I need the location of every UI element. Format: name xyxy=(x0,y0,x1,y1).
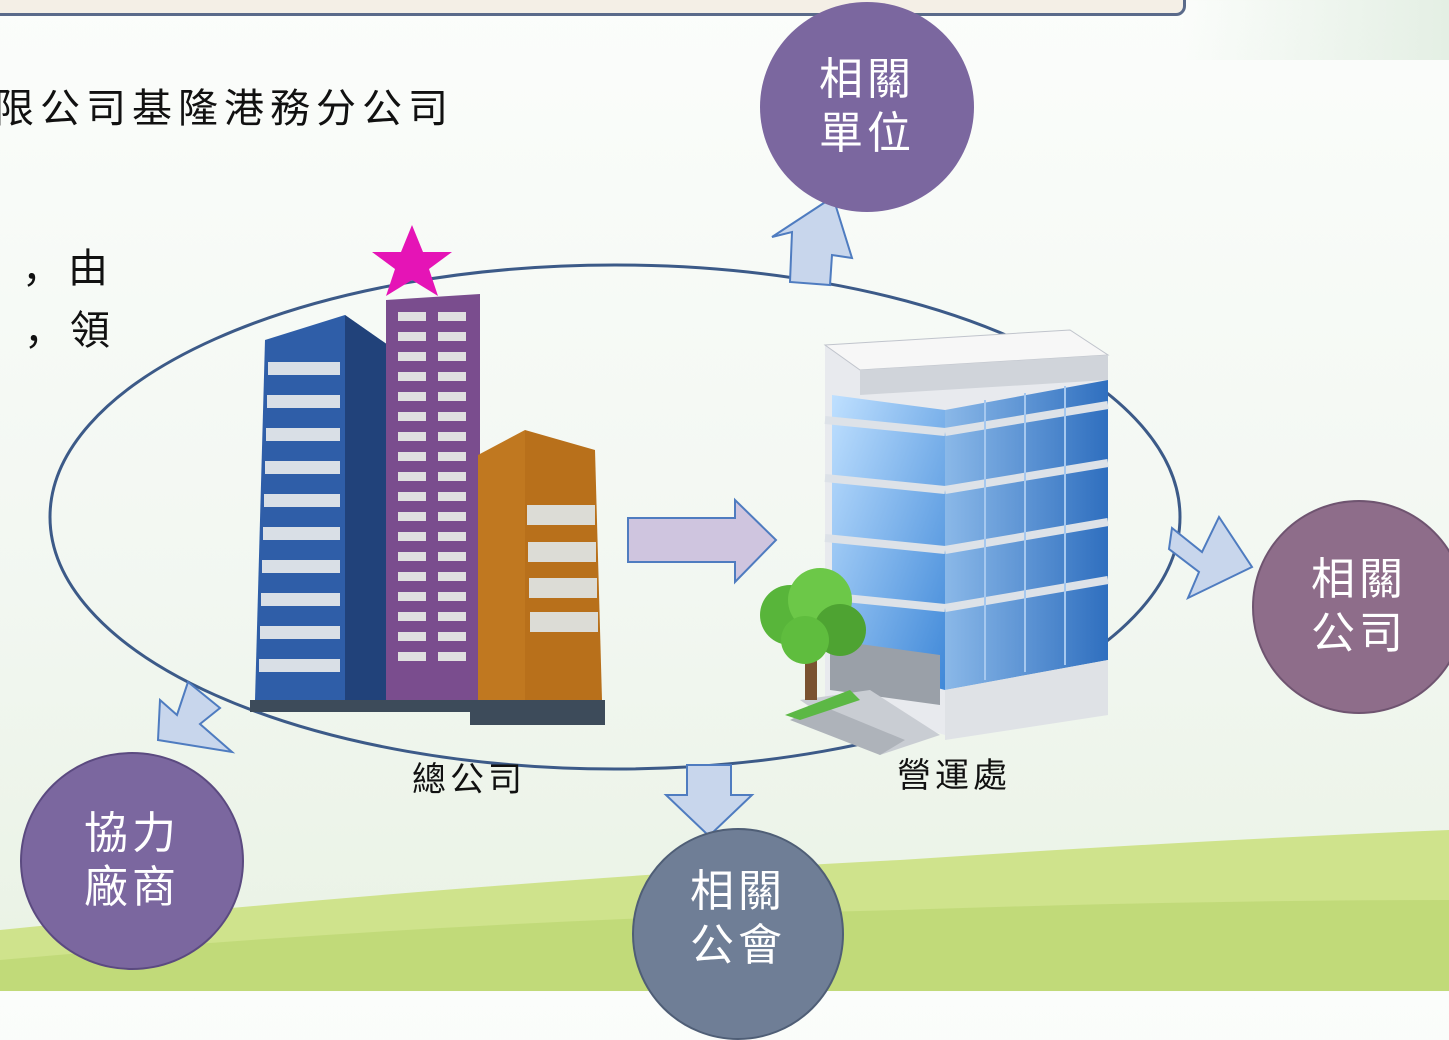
node-contractors: 協力 廠商 xyxy=(20,752,244,970)
arrow-to-bottom-node xyxy=(663,764,755,838)
text-fragment-3: ，領 xyxy=(24,308,116,354)
heading-fragment: 限公司基隆港務分公司 xyxy=(0,86,454,132)
branch-label: 營運處 xyxy=(897,756,1011,796)
node-right-line2: 公司 xyxy=(1311,608,1407,659)
node-top-line1: 相關 xyxy=(819,54,915,105)
node-bottom-line2: 公會 xyxy=(690,920,786,971)
text-fragment-2: ，由 xyxy=(22,246,114,292)
node-related-units: 相關 單位 xyxy=(760,2,974,212)
star-icon xyxy=(372,225,452,296)
arrow-to-left-node xyxy=(156,680,236,754)
node-right-line1: 相關 xyxy=(1311,554,1407,605)
node-left-line2: 廠商 xyxy=(84,862,180,913)
headquarters-label: 總公司 xyxy=(412,760,526,800)
node-related-associations: 相關 公會 xyxy=(632,828,844,1040)
node-bottom-line1: 相關 xyxy=(690,866,786,917)
relationship-ellipse xyxy=(48,263,1182,771)
arrow-to-top-node xyxy=(771,195,854,287)
office-building-with-tree-icon xyxy=(760,329,1110,755)
node-related-companies: 相關 公司 xyxy=(1252,500,1449,714)
office-buildings-icon xyxy=(250,294,605,725)
arrow-hq-to-branch xyxy=(627,497,778,585)
background-glow xyxy=(1179,0,1449,60)
node-top-line2: 單位 xyxy=(819,108,915,159)
node-left-line1: 協力 xyxy=(84,808,180,859)
arrow-to-right-node xyxy=(1167,514,1254,601)
